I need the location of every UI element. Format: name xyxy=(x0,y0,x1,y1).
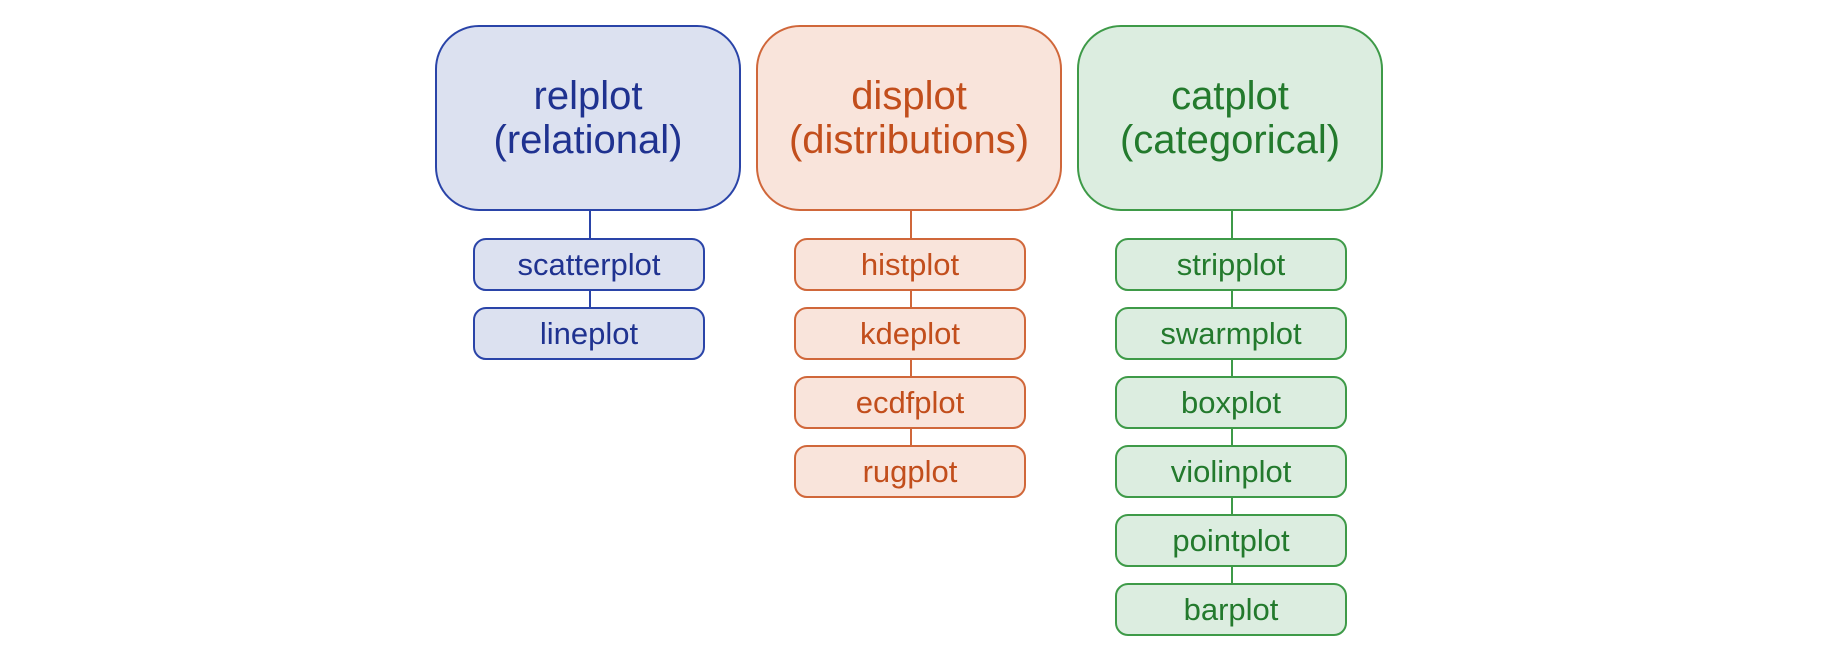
axes-function-box: swarmplot xyxy=(1115,307,1347,360)
axes-function-box: pointplot xyxy=(1115,514,1347,567)
figure-level-function-name: catplot xyxy=(1171,74,1289,118)
figure-level-function-name: displot xyxy=(851,74,967,118)
axes-function-box: stripplot xyxy=(1115,238,1347,291)
figure-level-function-category: (distributions) xyxy=(788,118,1030,162)
figure-level-function-category: (relational) xyxy=(493,118,683,162)
axes-function-box: violinplot xyxy=(1115,445,1347,498)
figure-level-function-category: (categorical) xyxy=(1119,118,1341,162)
catplot-column: catplot (categorical) stripplot swarmplo… xyxy=(1077,0,1387,655)
axes-function-box: scatterplot xyxy=(473,238,705,291)
axes-function-box: kdeplot xyxy=(794,307,1026,360)
axes-function-box: histplot xyxy=(794,238,1026,291)
axes-function-box: ecdfplot xyxy=(794,376,1026,429)
displot-figure-box: displot (distributions) xyxy=(756,25,1062,211)
displot-column: displot (distributions) histplot kdeplot… xyxy=(756,0,1066,655)
axes-function-box: boxplot xyxy=(1115,376,1347,429)
axes-function-box: lineplot xyxy=(473,307,705,360)
catplot-figure-box: catplot (categorical) xyxy=(1077,25,1383,211)
relplot-figure-box: relplot (relational) xyxy=(435,25,741,211)
axes-function-box: barplot xyxy=(1115,583,1347,636)
relplot-column: relplot (relational) scatterplot lineplo… xyxy=(435,0,745,655)
axes-function-box: rugplot xyxy=(794,445,1026,498)
figure-level-function-name: relplot xyxy=(533,74,643,118)
